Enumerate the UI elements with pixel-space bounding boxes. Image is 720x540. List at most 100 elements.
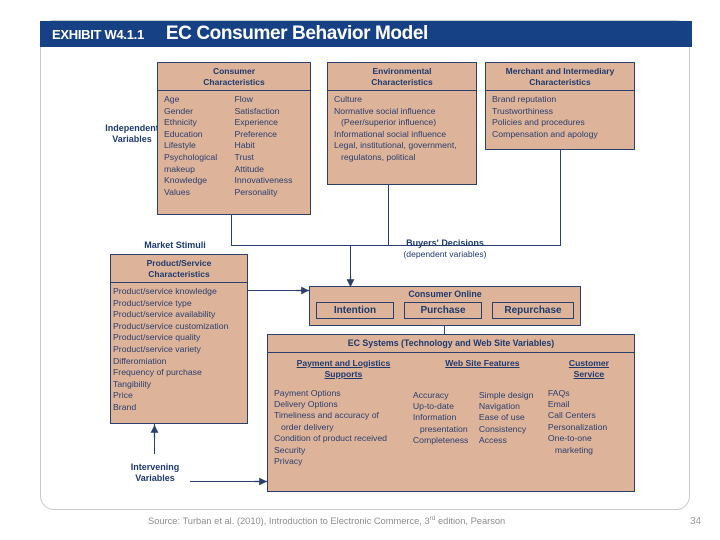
connector-consumer-down xyxy=(231,215,233,246)
list-item: Experience xyxy=(234,117,278,128)
title-line2: Characteristics xyxy=(529,76,591,87)
list-item: Product/service variety xyxy=(113,343,201,354)
list-item: Completeness xyxy=(412,435,469,446)
list-item: Flow xyxy=(234,94,253,104)
head-line2: Supports xyxy=(324,368,363,379)
title-line2: Characteristics xyxy=(371,76,433,87)
title-line1: Product/Service xyxy=(146,258,212,268)
buyers-decisions-label: Buyers' Decisions (dependent variables) xyxy=(350,238,540,260)
connector-environmental-down xyxy=(388,185,390,246)
list-item: Payment Options xyxy=(274,387,341,398)
consumer-characteristics-title: Consumer Characteristics xyxy=(158,63,310,91)
list-item: Condition of product received xyxy=(274,433,388,444)
list-item: order delivery xyxy=(281,421,334,432)
product-service-title: Product/Service Characteristics xyxy=(111,255,247,283)
list-item: Legal, institutional, government, xyxy=(334,140,457,151)
connector-intervening-up xyxy=(154,424,156,454)
connector-merchant-down xyxy=(560,150,562,246)
list-item: Delivery Options xyxy=(274,398,338,409)
list-item: Consistency xyxy=(478,423,527,434)
list-item: Normative social influence xyxy=(334,105,436,116)
list-item: Informational social influence xyxy=(334,128,447,139)
decision-purchase[interactable]: Purchase xyxy=(404,302,482,319)
intervening-variables-label: Intervening Variables xyxy=(118,462,192,484)
decision-intention[interactable]: Intention xyxy=(316,302,394,319)
list-item: Differomiation xyxy=(113,355,167,366)
decision-repurchase[interactable]: Repurchase xyxy=(492,302,574,319)
list-item: Psychological xyxy=(164,151,218,162)
connector-bus-to-consumer-online xyxy=(350,245,352,285)
source-suffix: edition, Pearson xyxy=(435,516,506,527)
head-line2: Service xyxy=(573,368,605,379)
list-item: Privacy xyxy=(274,455,303,466)
connector-intervening-to-ecsystems xyxy=(190,481,266,483)
title-line1: Environmental xyxy=(372,66,432,76)
list-item: Product/service customization xyxy=(113,320,229,331)
source-citation: Source: Turban et al. (2010), Introducti… xyxy=(148,515,505,526)
list-item: Brand xyxy=(113,401,137,412)
merchant-characteristics-box: Merchant and Intermediary Characteristic… xyxy=(485,62,635,150)
source-prefix: Source: Turban et al. (2010), Introducti… xyxy=(148,516,430,527)
list-item: (Peer/superior influence) xyxy=(341,117,437,128)
environmental-characteristics-title: Environmental Characteristics xyxy=(328,63,476,91)
list-item: Price xyxy=(113,390,133,401)
head-line1: Customer xyxy=(568,357,609,368)
list-item: Personality xyxy=(234,186,278,197)
head-line1: Payment and Logistics xyxy=(296,357,391,368)
head-line1: Web Site Features xyxy=(445,357,520,368)
buyers-decisions-line2: (dependent variables) xyxy=(403,249,487,259)
title-line1: Consumer xyxy=(212,66,256,76)
consumer-online-title: Consumer Online xyxy=(408,289,482,299)
title-line1: Merchant and Intermediary xyxy=(505,66,615,76)
list-item: presentation xyxy=(419,423,468,434)
intervening-variables-line1: Intervening xyxy=(130,462,180,472)
list-item: Brand reputation xyxy=(492,94,557,104)
list-item: Trustworthiness xyxy=(492,105,553,116)
connector-top-bus xyxy=(231,245,561,247)
merchant-characteristics-title: Merchant and Intermediary Characteristic… xyxy=(486,63,634,91)
list-item: Preference xyxy=(234,128,278,139)
list-item: Ethnicity xyxy=(164,117,197,128)
list-item: Personalization xyxy=(547,421,608,432)
list-item: Product/service type xyxy=(113,297,192,308)
list-item: Information xyxy=(412,412,457,423)
list-item: Frequency of purchase xyxy=(113,367,202,378)
slide-header-bar: EXHIBIT W4.1.1 EC Consumer Behavior Mode… xyxy=(40,21,692,47)
ec-col-payment-head: Payment and Logistics Supports xyxy=(274,358,413,380)
list-item: Product/service knowledge xyxy=(113,286,217,296)
list-item: Values xyxy=(164,186,190,197)
list-item: makeup xyxy=(164,163,195,174)
list-item: Habit xyxy=(234,140,255,151)
list-item: Product/service availability xyxy=(113,309,216,320)
list-item: Security xyxy=(274,444,306,455)
list-item: marketing xyxy=(554,444,594,455)
list-item: Navigation xyxy=(478,400,520,411)
exhibit-label: EXHIBIT W4.1.1 xyxy=(52,26,144,42)
list-item: Email xyxy=(547,398,570,409)
list-item: Attitude xyxy=(234,163,264,174)
ec-systems-box: EC Systems (Technology and Web Site Vari… xyxy=(267,334,635,492)
list-item: regulatons, political xyxy=(341,151,416,162)
page-title: EC Consumer Behavior Model xyxy=(165,23,428,44)
list-item: Lifestyle xyxy=(164,140,196,151)
market-stimuli-label: Market Stimuli xyxy=(144,240,206,250)
list-item: Timeliness and accuracy of xyxy=(274,410,379,421)
list-item: Education xyxy=(164,128,203,139)
list-item: Ease of use xyxy=(478,412,525,423)
list-item: Trust xyxy=(234,151,254,162)
intervening-variables-line2: Variables xyxy=(135,473,175,483)
list-item: Gender xyxy=(164,105,193,116)
independent-variables-line1: Independent xyxy=(105,123,159,133)
page-number: 34 xyxy=(690,516,702,527)
